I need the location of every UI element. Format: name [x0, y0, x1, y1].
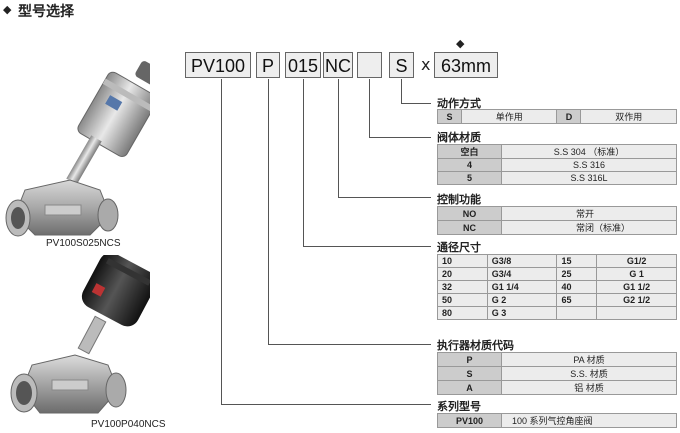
cell-desc: S.S 316 [501, 158, 677, 172]
connector-line [338, 79, 339, 198]
cell-desc: G 3 [486, 306, 558, 320]
section-title-size: 通径尺寸 [437, 241, 481, 254]
product-caption: PV100S025NCS [46, 238, 121, 249]
cell-desc: G2 1/2 [596, 293, 677, 307]
code-stroke-box: 63mm [434, 52, 498, 78]
code-action-box: S [389, 52, 414, 78]
table-control: NO 常开 NC 常闭（标准） [437, 206, 677, 235]
table-actuator: P PA 材质 S S.S. 材质 A 铝 材质 [437, 352, 677, 395]
table-row: A 铝 材质 [437, 380, 677, 395]
table-row: 50 G 2 65 G2 1/2 [437, 293, 677, 307]
cell-desc: G1/2 [596, 254, 677, 268]
table-row: 80 G 3 [437, 306, 677, 320]
table-body: 空白 S.S 304 （标准） 4 S.S 316 5 S.S 316L [437, 144, 677, 185]
cell-code: 15 [556, 254, 598, 268]
cell-desc: S.S 316L [501, 171, 677, 185]
cell-code: NC [437, 220, 502, 235]
cell-desc: 常开 [501, 206, 677, 221]
cell-desc: S.S 304 （标准） [501, 144, 677, 159]
cell-code: 32 [437, 280, 488, 294]
code-size-box: 015 [285, 52, 321, 78]
connector-line [268, 344, 431, 345]
cell-code: NO [437, 206, 502, 221]
cell-code: 80 [437, 306, 488, 320]
cell-desc: 100 系列气控角座阀 [501, 413, 677, 428]
cell-desc: 单作用 [460, 109, 558, 124]
connector-line [221, 79, 222, 405]
valve-pa-image [10, 255, 150, 414]
cell-desc: G 2 [486, 293, 558, 307]
cell-code: S [437, 109, 462, 124]
cell-code [556, 306, 598, 320]
connector-line [338, 197, 431, 198]
cell-code: 20 [437, 267, 488, 281]
cell-desc: PA 材质 [501, 352, 677, 367]
cell-code: 50 [437, 293, 488, 307]
cell-code: 4 [437, 158, 502, 172]
table-row: 4 S.S 316 [437, 158, 677, 172]
cell-code: S [437, 366, 502, 381]
connector-line [401, 79, 402, 104]
stroke-marker-icon: ◆ [456, 37, 465, 50]
cell-desc: G3/4 [486, 267, 558, 281]
table-row: PV100 100 系列气控角座阀 [437, 413, 677, 428]
code-series-box: PV100 [185, 52, 251, 78]
cell-desc [596, 306, 677, 320]
table-row: 32 G1 1/4 40 G1 1/2 [437, 280, 677, 294]
section-title-body: 阀体材质 [437, 131, 481, 144]
connector-line [369, 137, 431, 138]
connector-line [221, 404, 431, 405]
table-row: S 单作用 D 双作用 [437, 109, 677, 124]
section-title-actuator: 执行器材质代码 [437, 339, 514, 352]
table-row: 空白 S.S 304 （标准） [437, 144, 677, 159]
connector-line [303, 79, 304, 247]
table-row: NC 常闭（标准） [437, 220, 677, 235]
cell-code: 25 [556, 267, 598, 281]
connector-line [401, 103, 431, 104]
times-sign: x [421, 55, 431, 74]
code-actuator-box: P [256, 52, 280, 78]
cell-desc: 常闭（标准） [501, 220, 677, 235]
table-action: S 单作用 D 双作用 [437, 109, 677, 124]
cell-code: 40 [556, 280, 598, 294]
cell-desc: G1 1/4 [486, 280, 558, 294]
product-caption: PV100P040NCS [91, 419, 166, 430]
cell-code: 空白 [437, 144, 502, 159]
cell-code: P [437, 352, 502, 367]
cell-desc: G3/8 [486, 254, 558, 268]
cell-desc: G 1 [596, 267, 677, 281]
connector-line [303, 246, 431, 247]
cell-desc: G1 1/2 [596, 280, 677, 294]
section-title-series: 系列型号 [437, 400, 481, 413]
code-control-box: NC [323, 52, 353, 78]
header-bullet-icon: ◆ [3, 3, 12, 16]
valve-stainless-image [5, 61, 150, 237]
cell-desc: 铝 材质 [501, 380, 677, 395]
connector-line [369, 79, 370, 138]
table-size: 10 G3/8 15 G1/2 20 G3/4 25 G 1 32 G1 1/4… [437, 254, 677, 320]
cell-code: A [437, 380, 502, 395]
table-row: NO 常开 [437, 206, 677, 221]
cell-desc: 双作用 [580, 109, 677, 124]
code-body-box [357, 52, 382, 78]
table-row: S S.S. 材质 [437, 366, 677, 381]
page-title: 型号选择 [18, 4, 74, 20]
table-series: PV100 100 系列气控角座阀 [437, 413, 677, 428]
cell-code: PV100 [437, 413, 502, 428]
table-row: P PA 材质 [437, 352, 677, 367]
table-row: 10 G3/8 15 G1/2 [437, 254, 677, 268]
section-title-action: 动作方式 [437, 97, 481, 110]
cell-code: D [556, 109, 582, 124]
cell-code: 10 [437, 254, 488, 268]
table-row: 20 G3/4 25 G 1 [437, 267, 677, 281]
table-row: 5 S.S 316L [437, 171, 677, 185]
section-title-control: 控制功能 [437, 193, 481, 206]
cell-code: 65 [556, 293, 598, 307]
connector-line [268, 79, 269, 345]
cell-code: 5 [437, 171, 502, 185]
cell-desc: S.S. 材质 [501, 366, 677, 381]
